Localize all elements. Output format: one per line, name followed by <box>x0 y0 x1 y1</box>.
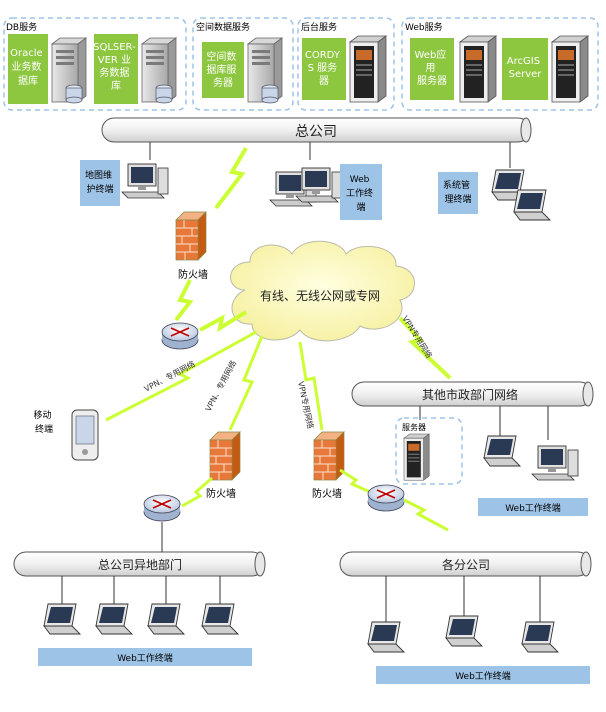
web-term-remote-label: Web工作终端 <box>117 652 173 664</box>
map-maint-pc-icon <box>121 163 169 199</box>
web-term-other-bar <box>478 498 588 516</box>
webapp-server-icon <box>459 35 497 103</box>
web-term-branch-bar <box>376 666 590 684</box>
web-term-branch-label: Web工作终端 <box>455 670 511 682</box>
sqlserver-label-box <box>94 34 138 104</box>
arcgis-server-icon <box>551 35 589 103</box>
sys-mgmt-laptop-icon-2 <box>513 189 551 221</box>
branch-laptop-icon-2 <box>445 615 483 647</box>
web-group-label: Web服务 <box>405 21 443 33</box>
webapp-label-box <box>410 38 454 100</box>
spatial-label: 空间数 据库服 务器 <box>206 50 239 89</box>
lightning-cloud-other <box>398 316 452 380</box>
web-term-remote-bar <box>38 648 252 666</box>
other-laptop-icon <box>483 435 521 467</box>
arcgis-label: ArcGIS Server <box>507 56 543 80</box>
vpn-branch-label: VPN专用网络 <box>296 380 316 429</box>
oracle-label-box <box>8 34 48 104</box>
spatial-group-box <box>192 17 294 111</box>
web-ws-pc-icon-2 <box>295 167 343 203</box>
mobile-label: 移动 终端 <box>34 409 55 435</box>
lightning-firewall-router-1 <box>174 279 194 322</box>
other-server-icon <box>403 433 430 481</box>
mobile-device-icon <box>71 409 99 461</box>
other-dept-bus-label: 其他市政部门网络 <box>422 387 518 402</box>
spatial-label-box <box>202 42 244 98</box>
lightning-cloud-firewall-3 <box>298 341 324 431</box>
firewall-icon-1 <box>175 211 207 261</box>
firewall-icon-3 <box>313 431 345 481</box>
lightning-router-cloud <box>199 310 248 333</box>
oracle-label: Oracle 业务数 据库 <box>10 48 46 87</box>
webapp-label: Web应 用 服务器 <box>415 48 450 87</box>
hq-bus-label: 总公司 <box>295 124 337 140</box>
remote-laptop-icon-1 <box>43 603 81 635</box>
sys-mgmt-label-bar <box>438 172 478 214</box>
lightning-firewall-router-2 <box>181 476 213 508</box>
db-group-box <box>3 17 187 111</box>
lightning-cloud-firewall-2 <box>228 335 264 431</box>
backend-group-box <box>297 17 395 111</box>
map-maint-label-bar <box>80 160 120 206</box>
web-term-other-label: Web工作终端 <box>505 502 561 514</box>
lightning-hq-firewall <box>214 146 248 210</box>
vpn-other-label: VPN专用网络 <box>400 314 434 360</box>
cordys-label-box <box>302 38 346 100</box>
server-box-label: 服务器 <box>402 422 426 432</box>
remote-bus-label: 总公司异地部门 <box>98 557 182 572</box>
map-maint-label: 地图维 护终端 <box>85 169 115 195</box>
web-group-box <box>401 17 599 111</box>
vpn-remote-label: VPN、专用网络 <box>203 359 238 413</box>
web-ws-label-bar <box>340 164 382 220</box>
firewall-label-1: 防火墙 <box>178 268 208 281</box>
spatial-group-label: 空间数据服务 <box>196 21 250 33</box>
web-ws-label: Web 工作终 端 <box>346 175 376 213</box>
other-pc-icon <box>531 445 579 481</box>
firewall-label-2: 防火墙 <box>206 487 236 500</box>
backend-group-label: 后台服务 <box>301 21 337 33</box>
sqlserver-label: SQLSER- VER 业 务数据 库 <box>93 42 139 92</box>
firewall-icon-2 <box>209 431 241 481</box>
router-icon-2 <box>143 494 181 522</box>
oracle-server-icon <box>52 38 86 103</box>
remote-laptop-icon-4 <box>201 603 239 635</box>
sys-mgmt-label: 系统管 理终端 <box>443 179 473 205</box>
firewall-label-3: 防火墙 <box>312 487 342 500</box>
lightning-router-branches <box>403 498 449 532</box>
branches-bus-label: 各分公司 <box>442 557 490 572</box>
cordys-label: CORDY S 服务 器 <box>305 50 343 87</box>
lightning-firewall-router-3 <box>339 468 371 494</box>
db-group-label: DB服务 <box>6 21 37 33</box>
router-icon-1 <box>161 322 199 350</box>
remote-laptop-icon-3 <box>147 603 185 635</box>
spatial-server-icon <box>248 38 282 103</box>
network-cloud <box>230 240 415 342</box>
branch-laptop-icon-1 <box>367 621 405 653</box>
lightning-cloud-mobile <box>105 330 257 422</box>
arcgis-label-box <box>502 38 548 100</box>
cloud-label: 有线、无线公网或专网 <box>260 288 380 303</box>
sqlserver-server-icon <box>142 38 176 103</box>
router-icon-3 <box>367 484 405 512</box>
remote-laptop-icon-2 <box>95 603 133 635</box>
cordys-server-icon <box>349 35 387 103</box>
branch-laptop-icon-3 <box>521 621 559 653</box>
